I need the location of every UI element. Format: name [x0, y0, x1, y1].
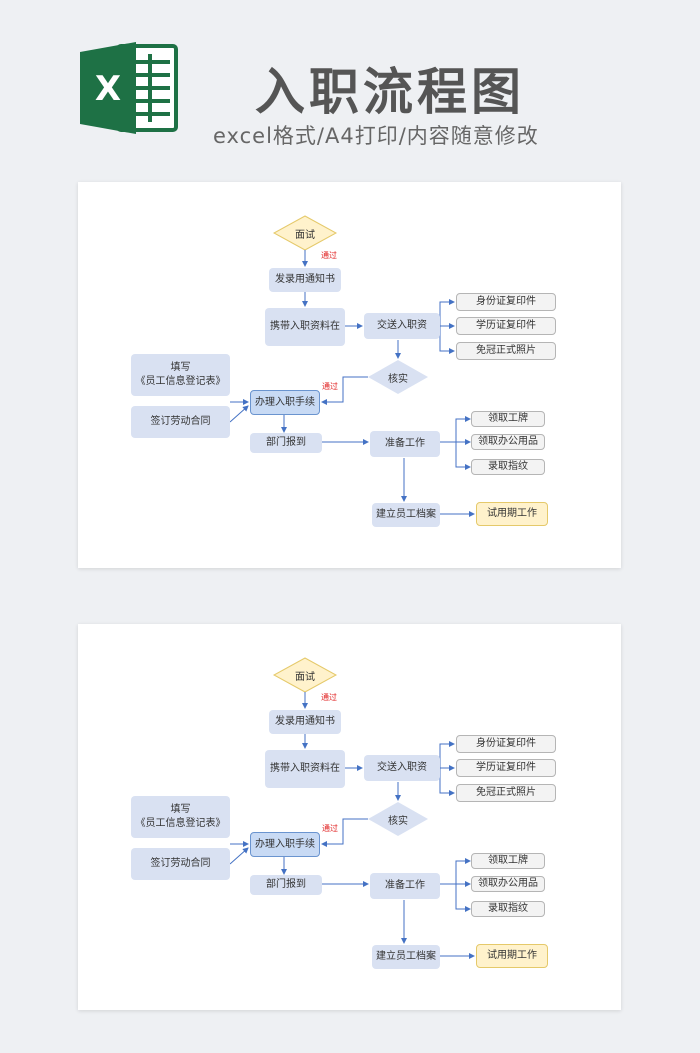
fill-form-node: 填写 《员工信息登记表》 — [131, 354, 230, 396]
contract-node: 签订劳动合同 — [131, 406, 230, 438]
interview-label: 面试 — [295, 671, 315, 683]
fill-form-line1: 填写 — [170, 804, 191, 815]
fill-form-node: 填写 《员工信息登记表》 — [131, 796, 230, 838]
verify-label: 核实 — [388, 373, 408, 385]
flowchart-sheet: 面试 通过 发录用通知书 携带入职资料在 交送入职资 身份证复印件 学历证复印件… — [78, 182, 621, 568]
archive-node: 建立员工档案 — [372, 945, 440, 969]
photo-node: 免冠正式照片 — [456, 784, 556, 802]
office-supplies-node: 领取办公用品 — [471, 434, 545, 450]
page-title: 入职流程图 — [255, 63, 525, 121]
excel-icon: X — [80, 42, 178, 134]
fingerprint-node: 录取指纹 — [471, 901, 545, 917]
submit-docs-node: 交送入职资 — [364, 313, 440, 339]
edu-copy-node: 学历证复印件 — [456, 759, 556, 777]
offer-node: 发录用通知书 — [269, 710, 341, 734]
pass-label-1: 通过 — [321, 251, 337, 260]
offer-node: 发录用通知书 — [269, 268, 341, 292]
photo-node: 免冠正式照片 — [456, 342, 556, 360]
pass-label-2: 通过 — [322, 382, 338, 391]
verify-diamond — [368, 360, 428, 394]
page-subtitle: excel格式/A4打印/内容随意修改 — [213, 124, 539, 148]
logo-letter: X — [95, 69, 121, 109]
fill-form-line2: 《员工信息登记表》 — [135, 818, 226, 829]
id-copy-node: 身份证复印件 — [456, 293, 556, 311]
onboard-node: 办理入职手续 — [250, 832, 320, 857]
fill-form-line1: 填写 — [170, 362, 191, 373]
verify-diamond — [368, 802, 428, 836]
bring-docs-node: 携带入职资料在 — [265, 750, 345, 788]
interview-label: 面试 — [295, 229, 315, 241]
verify-label: 核实 — [388, 815, 408, 827]
report-node: 部门报到 — [250, 433, 322, 453]
prepare-node: 准备工作 — [370, 431, 440, 457]
badge-node: 领取工牌 — [471, 411, 545, 427]
submit-docs-node: 交送入职资 — [364, 755, 440, 781]
archive-node: 建立员工档案 — [372, 503, 440, 527]
header: X 入职流程图 excel格式/A4打印/内容随意修改 — [0, 0, 700, 170]
fingerprint-node: 录取指纹 — [471, 459, 545, 475]
report-node: 部门报到 — [250, 875, 322, 895]
probation-node: 试用期工作 — [476, 944, 548, 968]
prepare-node: 准备工作 — [370, 873, 440, 899]
contract-node: 签订劳动合同 — [131, 848, 230, 880]
pass-label-2: 通过 — [322, 824, 338, 833]
probation-node: 试用期工作 — [476, 502, 548, 526]
flowchart-sheet: 面试 通过 发录用通知书 携带入职资料在 交送入职资 身份证复印件 学历证复印件… — [78, 624, 621, 1010]
id-copy-node: 身份证复印件 — [456, 735, 556, 753]
edu-copy-node: 学历证复印件 — [456, 317, 556, 335]
pass-label-1: 通过 — [321, 693, 337, 702]
flow-connectors — [229, 657, 475, 959]
badge-node: 领取工牌 — [471, 853, 545, 869]
flow-connectors — [229, 215, 475, 517]
bring-docs-node: 携带入职资料在 — [265, 308, 345, 346]
fill-form-line2: 《员工信息登记表》 — [135, 376, 226, 387]
onboard-node: 办理入职手续 — [250, 390, 320, 415]
office-supplies-node: 领取办公用品 — [471, 876, 545, 892]
